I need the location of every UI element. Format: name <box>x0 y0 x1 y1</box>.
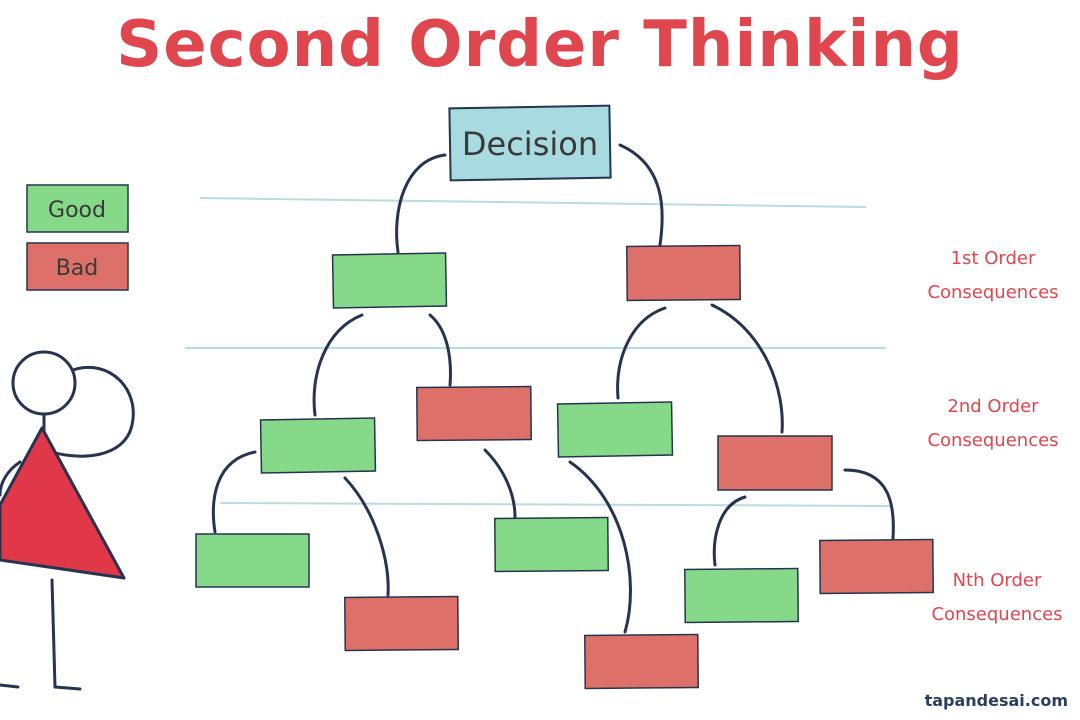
connector <box>312 313 364 417</box>
figure-arm <box>0 460 22 497</box>
figure-foot <box>0 683 20 689</box>
nth-order-bad-node <box>819 538 934 595</box>
connector <box>568 460 632 634</box>
legend: Good Bad <box>26 184 129 291</box>
figure-body <box>0 426 126 580</box>
figure-arm <box>43 366 135 458</box>
level-label-line: Consequences <box>931 604 1063 625</box>
connector <box>710 303 784 434</box>
connector <box>618 143 664 247</box>
connector <box>712 495 747 567</box>
second-order-nodes <box>259 385 833 491</box>
connector <box>616 306 667 400</box>
connector <box>395 153 447 254</box>
nth-order-good-node <box>494 516 609 573</box>
figure-leg <box>50 578 57 689</box>
connector <box>428 313 452 387</box>
level-label-line: Consequences <box>927 282 1059 303</box>
level-label-line: Nth Order <box>952 570 1042 591</box>
divider-line <box>219 502 891 507</box>
second-order-bad-node <box>416 385 532 442</box>
connector <box>343 476 390 597</box>
legend-bad-label: Bad <box>56 256 99 281</box>
legend-bad-swatch <box>26 242 129 291</box>
nth-order-good-node <box>195 533 310 588</box>
level-label-line: Consequences <box>927 430 1059 451</box>
level-label-second-order: 2nd Order Consequences <box>908 390 1078 458</box>
connector <box>211 450 257 534</box>
first-order-good-node <box>331 252 448 309</box>
legend-good-swatch <box>26 184 129 233</box>
thinking-stick-figure-illustration <box>0 350 135 691</box>
connector <box>483 448 517 519</box>
figure-foot <box>53 685 82 691</box>
first-order-bad-node <box>626 244 741 302</box>
level-label-line: 2nd Order <box>947 396 1039 417</box>
nth-order-bad-node <box>344 595 459 652</box>
decision-label: Decision <box>462 125 598 163</box>
level-label-line: 1st Order <box>950 248 1036 269</box>
second-order-good-node <box>556 401 674 458</box>
nth-order-bad-node <box>584 633 699 690</box>
website-credit: tapandesai.com <box>924 691 1068 710</box>
legend-good-label: Good <box>48 198 106 223</box>
nth-order-nodes <box>195 516 934 690</box>
first-order-nodes <box>331 244 741 309</box>
connectors <box>211 143 895 634</box>
divider-line <box>199 197 867 208</box>
decision-box <box>448 104 612 182</box>
level-label-nth-order: Nth Order Consequences <box>912 564 1080 632</box>
second-order-bad-node <box>717 435 833 491</box>
level-label-first-order: 1st Order Consequences <box>908 242 1078 310</box>
figure-head <box>11 350 77 416</box>
decision-node: Decision <box>448 104 612 182</box>
diagram-title: Second Order Thinking <box>116 8 964 82</box>
connector <box>843 468 895 540</box>
second-order-good-node <box>259 417 377 474</box>
nth-order-good-node <box>684 567 799 624</box>
